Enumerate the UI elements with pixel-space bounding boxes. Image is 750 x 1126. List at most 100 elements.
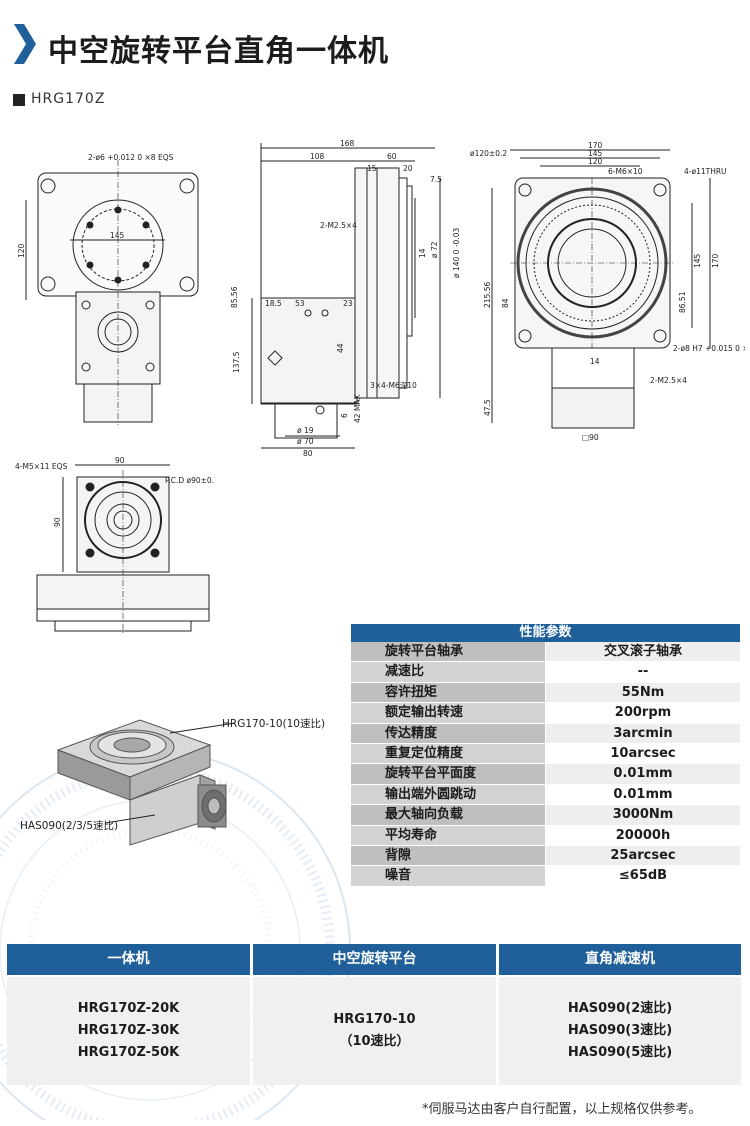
spec-key: 平均寿命: [351, 825, 546, 846]
front-holes-note: 2-ø6 +0.012 0 ×8 EQS: [88, 153, 174, 162]
top-dim-145c: 145: [693, 253, 702, 268]
spec-key: 最大轴向负载: [351, 805, 546, 826]
side-view-drawing: 168 108 60 15 20 7.5 2-M2.5×4 ø 72 14 ø …: [230, 139, 461, 458]
top-dim-170b: 170: [711, 253, 720, 268]
side-dim-72: ø 72: [430, 241, 439, 258]
combo-item: （10速比）: [339, 1034, 410, 1049]
combo-item: HRG170Z-30K: [77, 1023, 180, 1038]
combo-item: HAS090(3速比): [567, 1023, 673, 1038]
spec-value: 3000Nm: [546, 805, 740, 826]
combo-header-col3: 直角减速机: [499, 944, 741, 975]
side-thread-note2: 3×4-M6深10: [370, 381, 417, 390]
top-dim-145b: 145: [588, 149, 603, 158]
combination-table: 一体机 中空旋转平台 直角减速机 HRG170Z-20K HRG170Z-30K…: [7, 944, 741, 1085]
top-thru-note: 4-ø11THRU: [684, 167, 727, 176]
model-label: HRG170Z: [31, 91, 106, 107]
front-dim-145: 145: [110, 231, 125, 240]
top-dim-215-56: 215.56: [483, 282, 492, 308]
side-dim-108: 108: [310, 152, 325, 161]
spec-value: 0.01mm: [546, 764, 740, 785]
side-dim-168: 168: [340, 139, 355, 148]
gear-view-drawing: 4-M5×11 EQS 90 P.C.D ø90±0.1 90: [15, 456, 215, 635]
platform-callout-label: HRG170-10(10速比): [222, 718, 326, 730]
top-view-drawing: ø120±0.2 170 145 120 6-M6×10 4-ø11THRU 2…: [470, 141, 745, 442]
footnote: *伺服马达由客户自行配置，以上规格仅供参考。: [422, 1102, 702, 1117]
spec-row: 噪音≤65dB: [351, 866, 740, 887]
combo-item: HAS090(5速比): [567, 1045, 673, 1060]
side-dim-15: 15: [367, 164, 377, 173]
gear-pcd-note: P.C.D ø90±0.1: [165, 476, 215, 485]
top-dowel-note: 2-ø8 H7 +0.015 0 ×8: [673, 344, 745, 353]
combo-col3-cell: HAS090(2速比) HAS090(3速比) HAS090(5速比): [499, 977, 741, 1085]
top-thread-note: 6-M6×10: [608, 167, 643, 176]
spec-row: 减速比--: [351, 662, 740, 683]
combo-col1-cell: HRG170Z-20K HRG170Z-30K HRG170Z-50K: [7, 977, 250, 1085]
top-dim-84: 84: [501, 298, 510, 308]
spec-value: 20000h: [546, 825, 740, 846]
spec-key: 传达精度: [351, 723, 546, 744]
top-thread-note2: 2-M2.5×4: [650, 376, 687, 385]
side-dim-7-5: 7.5: [430, 175, 442, 184]
top-dim-14b: 14: [590, 357, 600, 366]
side-dim-44: 44: [336, 343, 345, 353]
side-dim-53: 53: [295, 299, 305, 308]
top-dim-47-5: 47.5: [483, 399, 492, 416]
spec-value: 10arcsec: [546, 743, 740, 765]
front-view-drawing: 2-ø6 +0.012 0 ×8 EQS 145 120: [17, 153, 199, 425]
product-illustration: [56, 719, 236, 846]
spec-table-header: 性能参数: [351, 624, 740, 642]
spec-value: 交叉滚子轴承: [546, 642, 740, 663]
side-thread-note: 2-M2.5×4: [320, 221, 357, 230]
side-dim-19: ø 19: [297, 426, 314, 435]
top-dim-170: 170: [588, 141, 603, 150]
side-dim-85-56: 85.56: [230, 286, 239, 308]
model-bullet-icon: [13, 94, 25, 106]
spec-key: 输出端外圆跳动: [351, 784, 546, 806]
combo-item: HRG170-10: [333, 1012, 416, 1027]
spec-key: 重复定位精度: [351, 743, 546, 765]
spec-key: 容许扭矩: [351, 682, 546, 704]
side-dim-140: ø 140 0 -0.03: [452, 228, 461, 278]
spec-key: 噪音: [351, 866, 546, 887]
spec-value: 55Nm: [546, 682, 740, 704]
combo-col2-cell: HRG170-10 （10速比）: [253, 977, 496, 1085]
front-dim-120: 120: [17, 243, 26, 258]
side-dim-14: 14: [418, 248, 427, 258]
spec-value: --: [546, 662, 740, 683]
combo-header-col1: 一体机: [7, 944, 250, 975]
spec-key: 旋转平台平面度: [351, 764, 546, 785]
combo-item: HRG170Z-50K: [77, 1045, 180, 1060]
top-dim-90: □90: [582, 433, 599, 442]
gear-holes-note: 4-M5×11 EQS: [15, 462, 68, 471]
spec-key: 背隙: [351, 845, 546, 867]
spec-key: 减速比: [351, 662, 546, 683]
side-dim-20: 20: [403, 164, 413, 173]
spec-value: ≤65dB: [546, 866, 740, 887]
spec-value: 3arcmin: [546, 723, 740, 744]
side-dim-60: 60: [387, 152, 397, 161]
side-dim-80: 80: [303, 449, 313, 458]
page-title: 中空旋转平台直角一体机: [48, 34, 389, 69]
spec-value: 200rpm: [546, 703, 740, 724]
side-dim-137-5: 137.5: [232, 351, 241, 373]
top-dim-86-51: 86.51: [678, 291, 687, 313]
side-dim-42max: 42 MAX: [353, 394, 362, 423]
spec-value: 0.01mm: [546, 784, 740, 806]
reducer-callout-label: HAS090(2/3/5速比): [20, 820, 119, 832]
side-dim-18-5: 18.5: [265, 299, 282, 308]
gear-dim-90b: 90: [53, 517, 62, 527]
spec-value: 25arcsec: [546, 845, 740, 867]
side-dim-6: 6: [340, 413, 349, 418]
side-dim-70: ø 70: [297, 437, 314, 446]
combo-item: HRG170Z-20K: [77, 1001, 180, 1016]
combo-item: HAS090(2速比): [567, 1001, 673, 1016]
